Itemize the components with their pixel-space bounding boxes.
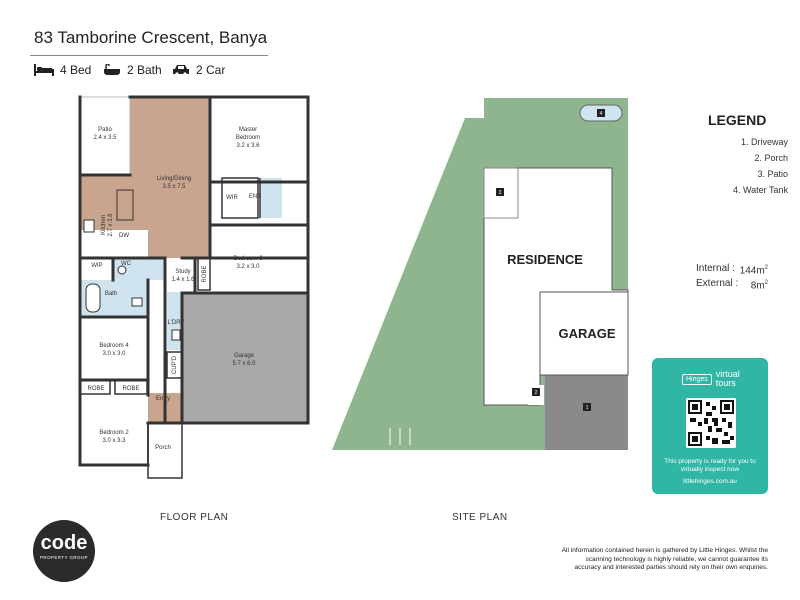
beds-count: 4 Bed <box>60 63 92 77</box>
bed-icon <box>34 64 54 76</box>
marker-driveway: 1 <box>586 405 589 411</box>
virtual-tours-url[interactable]: littlehinges.com.au <box>683 478 737 485</box>
internal-unit-sup: 2 <box>764 265 768 271</box>
garage-floor <box>182 293 308 423</box>
floor-plan-label: FLOOR PLAN <box>160 512 229 523</box>
garage-dim: 5.7 x 6.0 <box>232 361 256 367</box>
dw-label: DW <box>119 233 129 239</box>
bed4-label: Bedroom 4 <box>99 343 129 349</box>
entry-label: Entry <box>156 396 170 402</box>
garage-site-label: GARAGE <box>558 326 615 341</box>
bath-label: Bath <box>105 291 117 297</box>
marker-porch: 2 <box>535 390 538 396</box>
external-value: 8m <box>750 280 765 292</box>
wir-label: WIR <box>226 195 238 201</box>
legend-title: LEGEND <box>708 112 767 128</box>
internal-label: Internal : <box>696 263 735 274</box>
internal-value: 144m <box>739 265 765 277</box>
ensuite-floor <box>260 178 282 218</box>
driveway-area <box>545 375 628 450</box>
toilet-icon <box>117 265 127 275</box>
wip-label: WIP <box>91 263 102 269</box>
porch-label: Porch <box>155 445 171 451</box>
living-floor <box>80 97 210 258</box>
site-plan-label: SITE PLAN <box>452 512 508 523</box>
study-dim: 1.4 x 1.6 <box>171 277 195 283</box>
garage-label: Garage <box>234 353 255 359</box>
baths-count: 2 Bath <box>127 63 162 77</box>
bed3-dim: 3.2 x 3.0 <box>236 264 260 270</box>
living-dim: 3.5 x 7.5 <box>162 184 186 190</box>
floor-plan: Patio 2.4 x 3.5 Living/Dining 3.5 x 7.5 … <box>78 95 310 479</box>
master-label: Master <box>239 127 257 133</box>
bed4-dim: 3.0 x 3.0 <box>102 351 126 357</box>
sink-icon <box>131 297 143 307</box>
cars-count: 2 Car <box>196 63 226 77</box>
patio-dim: 2.4 x 3.5 <box>93 135 117 141</box>
qr-code-icon[interactable] <box>686 398 736 448</box>
laundry-label: L'DRY <box>167 320 184 326</box>
legend-item: 4. Water Tank <box>732 185 788 195</box>
wc-floor <box>113 258 165 280</box>
living-label: Living/Dining <box>157 176 191 182</box>
master-dim: 3.2 x 3.6 <box>236 143 260 149</box>
area-summary: Internal : 144m2 External : 8m2 <box>696 262 768 293</box>
virtual-word: virtual <box>715 369 740 379</box>
kitchen-label: Kitchen <box>101 215 107 235</box>
car-icon <box>173 65 189 76</box>
legend-item: 3. Patio <box>757 169 788 179</box>
marker-patio: 3 <box>499 190 502 196</box>
robe-label-bed4: ROBE <box>87 386 104 392</box>
kitchen-dim: 2.7 x 3.8 <box>108 213 114 237</box>
wc-label: WC <box>121 261 132 267</box>
hinges-badge: Hinges <box>682 373 712 385</box>
cupboard-label: CUP'D <box>172 355 178 374</box>
master-floor <box>210 97 308 182</box>
garage-footprint <box>539 291 629 376</box>
residence-label: RESIDENCE <box>507 252 583 267</box>
bed2-label: Bedroom 2 <box>99 430 129 436</box>
study-label: Study <box>175 269 190 275</box>
bed3-label: Bedroom 3 <box>233 256 263 262</box>
logo-word: code <box>40 532 88 554</box>
external-unit-sup: 2 <box>764 280 768 287</box>
legend: LEGEND 1. Driveway 2. Porch 3. Patio 4. … <box>708 112 788 198</box>
beds-feature: 4 Bed <box>34 62 91 78</box>
virtual-tours-logo: Hinges virtual tours <box>682 370 740 388</box>
property-address: 83 Tamborine Crescent, Banya <box>34 28 268 47</box>
patio-label: Patio <box>98 127 112 133</box>
marker-water-tank: 4 <box>600 111 603 117</box>
site-plan: 1 2 3 4 RESIDENCE GARAGE <box>332 98 629 450</box>
laundry-tub-icon <box>171 329 181 341</box>
master-label-2: Bedroom <box>236 135 260 141</box>
legend-item: 2. Porch <box>754 153 788 163</box>
legend-item: 1. Driveway <box>740 137 788 147</box>
company-logo: code PROPERTY GROUP <box>33 520 95 582</box>
bathtub-icon <box>85 283 101 313</box>
logo-subtitle: PROPERTY GROUP <box>40 555 88 560</box>
baths-feature: 2 Bath <box>103 62 162 78</box>
cooktop-icon <box>83 219 95 233</box>
external-label: External : <box>696 278 739 290</box>
disclaimer: All information contained herein is gath… <box>561 547 768 572</box>
robe-label-bed2: ROBE <box>122 386 139 392</box>
virtual-tours-card[interactable]: Hinges virtual tours This property is re… <box>652 358 768 494</box>
patio-footprint <box>483 167 519 219</box>
kitchen-island <box>116 189 134 221</box>
virtual-tours-text: This property is ready for you to virtua… <box>664 458 756 473</box>
patio-floor <box>79 96 131 176</box>
tours-word: tours <box>715 378 736 388</box>
title-divider <box>30 55 268 56</box>
bed2-dim: 3.0 x 3.3 <box>102 438 126 444</box>
bath-icon <box>104 64 120 75</box>
cars-feature: 2 Car <box>172 62 225 78</box>
ens-label: ENS <box>249 194 261 200</box>
robe-label-bed3: ROBE <box>202 265 208 282</box>
